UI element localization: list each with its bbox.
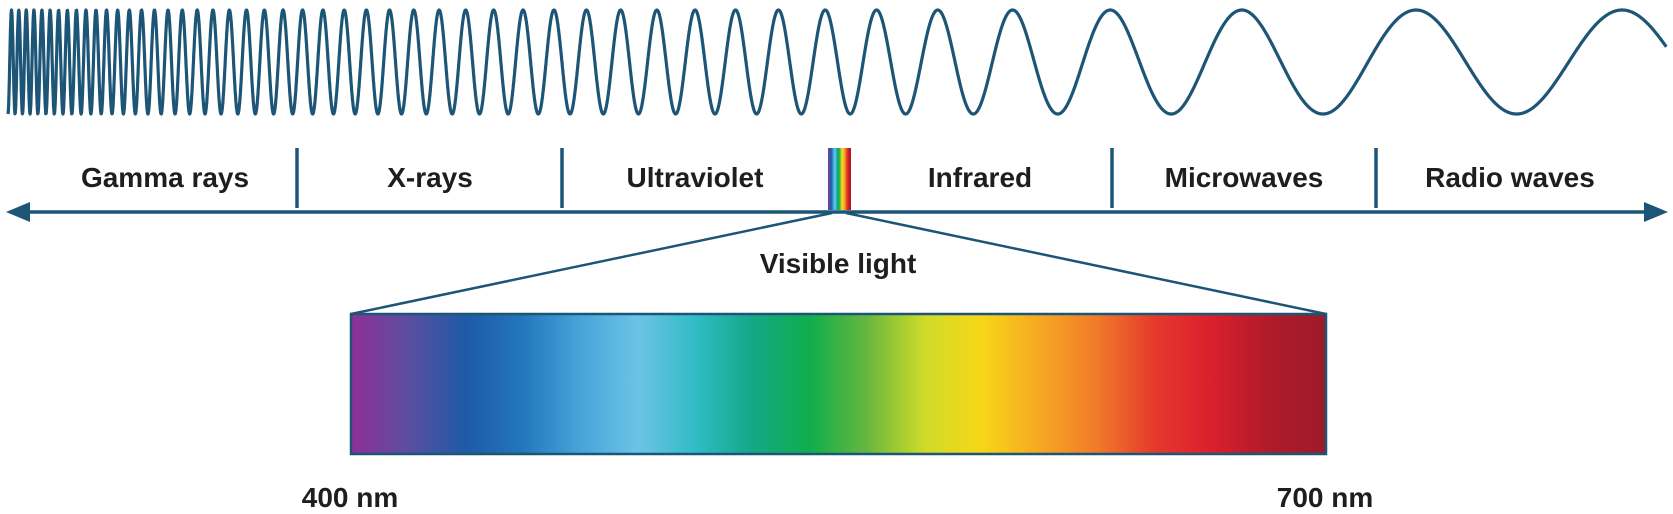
band-label-microwaves: Microwaves bbox=[1164, 162, 1324, 193]
zoom-line-right bbox=[845, 211, 1327, 316]
band-label-infrared: Infrared bbox=[927, 162, 1033, 193]
band-label-x-rays: X-rays bbox=[387, 162, 473, 193]
visible-light-marker bbox=[828, 148, 851, 210]
zoom-line-left bbox=[350, 211, 833, 316]
wave-line bbox=[6, 8, 1668, 116]
arrow-right-icon bbox=[1644, 202, 1668, 222]
band-label-gamma-rays: Gamma rays bbox=[80, 162, 250, 193]
band-label-ultraviolet: Ultraviolet bbox=[626, 162, 764, 193]
band-label-radio-waves: Radio waves bbox=[1425, 162, 1595, 193]
visible-light-label: Visible light bbox=[759, 248, 917, 279]
arrow-left-icon bbox=[6, 202, 30, 222]
wavelength-max-label: 700 nm bbox=[1276, 482, 1374, 513]
wavelength-min-label: 400 nm bbox=[301, 482, 399, 513]
visible-spectrum-bar bbox=[349, 312, 1328, 456]
